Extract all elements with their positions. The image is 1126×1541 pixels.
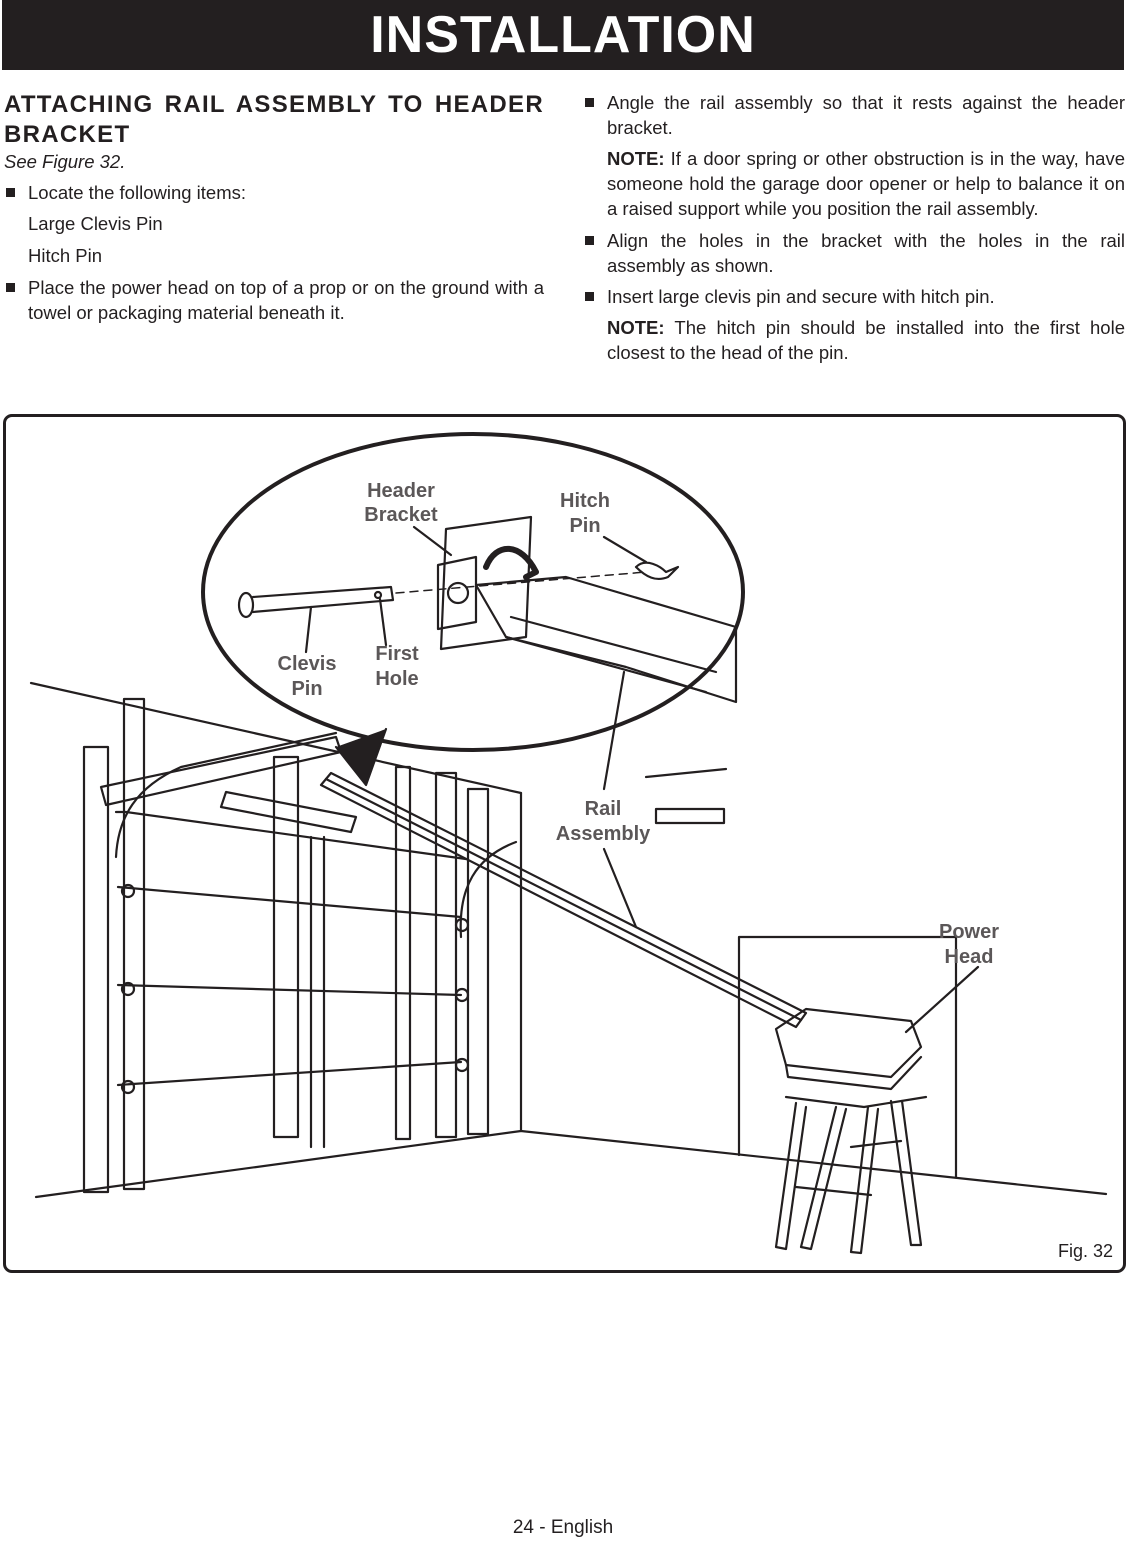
track-left-curve	[114, 731, 338, 859]
floor-line-left	[34, 1129, 523, 1199]
right-column: Angle the rail assembly so that it rests…	[583, 90, 1125, 372]
torsion-spring	[99, 735, 343, 807]
bracket-hole	[446, 581, 470, 605]
ladder-leg-2	[799, 1105, 848, 1251]
door-track-post	[122, 697, 146, 1191]
roller	[120, 1079, 136, 1095]
leader-rail-to-rail	[602, 847, 638, 929]
leader-power-head	[904, 965, 980, 1034]
label-header-bracket-1: Header	[367, 480, 435, 502]
bullet-locate-items: Locate the following items:	[4, 180, 544, 205]
door-frame-right	[466, 787, 490, 1136]
label-first-hole-2: Hole	[375, 668, 418, 690]
label-rail-assembly-1: Rail	[585, 798, 622, 820]
back-door	[737, 935, 958, 1179]
label-power-head-2: Head	[945, 946, 994, 968]
ceiling-line	[29, 681, 523, 795]
label-power-head-1: Power	[939, 921, 999, 943]
roller	[454, 1057, 470, 1073]
page-footer: 24 - English	[512, 1517, 614, 1538]
page-title-banner: INSTALLATION	[2, 0, 1124, 70]
leader-first-hole	[378, 597, 388, 647]
rail-edge-2	[509, 615, 718, 674]
ladder-step	[794, 1185, 873, 1197]
power-head-base	[784, 1055, 923, 1091]
figure-32: Header Bracket Hitch Pin Clevis Pin Firs…	[3, 414, 1126, 1273]
note-hitch-pin: NOTE: The hitch pin should be installed …	[583, 315, 1125, 365]
label-hitch-pin-2: Pin	[569, 515, 600, 537]
floor-line-right	[519, 1129, 1108, 1196]
track-right-curve	[459, 840, 518, 939]
label-header-bracket-2: Bracket	[364, 504, 438, 526]
rail-edge	[504, 635, 708, 694]
back-wall-top	[644, 767, 728, 779]
leader-hitch-pin	[602, 535, 648, 564]
header-bracket-plate	[439, 515, 533, 651]
figure-caption: Fig. 32	[1057, 1241, 1113, 1261]
door-frame-center	[272, 755, 300, 1139]
magnifier-circle	[201, 432, 745, 752]
bullet-insert-pin: Insert large clevis pin and secure with …	[583, 284, 1125, 309]
door-frame-left	[82, 745, 110, 1194]
header-bracket-flange	[436, 555, 478, 631]
hitch-pin	[634, 561, 680, 581]
label-clevis-pin-2: Pin	[291, 678, 322, 700]
roller	[120, 883, 136, 899]
motion-arrow	[483, 545, 539, 580]
door-frame-mid	[394, 765, 412, 1141]
magnifier-pointer	[334, 727, 388, 787]
note-text: If a door spring or other obstruction is…	[607, 148, 1125, 219]
clevis-pin-shaft	[251, 585, 395, 614]
first-hole	[373, 590, 383, 600]
label-rail-assembly-2: Assembly	[556, 823, 651, 845]
bullet-align-holes: Align the holes in the bracket with the …	[583, 228, 1125, 278]
door-panel-line-3	[116, 1060, 463, 1087]
figure-reference: See Figure 32.	[4, 151, 126, 172]
leader-clevis-pin	[304, 605, 313, 654]
ladder-leg-1	[774, 1101, 808, 1251]
item-hitch-pin: Hitch Pin	[28, 245, 103, 266]
note-text: The hitch pin should be installed into t…	[607, 317, 1125, 363]
note-label: NOTE:	[607, 317, 665, 338]
leader-header-bracket	[412, 525, 453, 557]
roller	[120, 981, 136, 997]
note-obstruction: NOTE: If a door spring or other obstruct…	[583, 146, 1125, 221]
left-column: ATTACHING RAIL ASSEMBLY TO HEADER BRACKE…	[4, 90, 544, 331]
door-panel-line-2	[116, 983, 463, 997]
spring-tube	[219, 790, 358, 834]
door-panel-line-1	[116, 885, 463, 919]
section-title: ATTACHING RAIL ASSEMBLY TO HEADER BRACKE…	[4, 91, 544, 148]
roller	[454, 987, 470, 1003]
ladder-top	[784, 1095, 928, 1109]
bullet-place-power-head: Place the power head on top of a prop or…	[4, 275, 544, 325]
rail	[319, 771, 808, 1029]
clevis-pin-head	[237, 591, 255, 619]
ladder-step	[849, 1139, 903, 1149]
leader-rail-to-detail	[602, 670, 626, 791]
roller	[454, 917, 470, 933]
note-label: NOTE:	[607, 148, 665, 169]
rail-centerline	[324, 777, 803, 1022]
label-first-hole-1: First	[375, 643, 419, 665]
back-wall-shelf	[654, 807, 726, 825]
ladder-leg-4	[889, 1099, 923, 1247]
ladder-leg-3	[849, 1105, 880, 1255]
item-large-clevis-pin: Large Clevis Pin	[28, 213, 163, 234]
bullet-angle-rail: Angle the rail assembly so that it rests…	[583, 90, 1125, 140]
label-clevis-pin-1: Clevis	[278, 653, 337, 675]
installation-illustration: Header Bracket Hitch Pin Clevis Pin Firs…	[29, 432, 1108, 1255]
door-top-edge	[114, 810, 468, 861]
label-hitch-pin-1: Hitch	[560, 490, 610, 512]
door-frame-mid2	[434, 771, 458, 1139]
